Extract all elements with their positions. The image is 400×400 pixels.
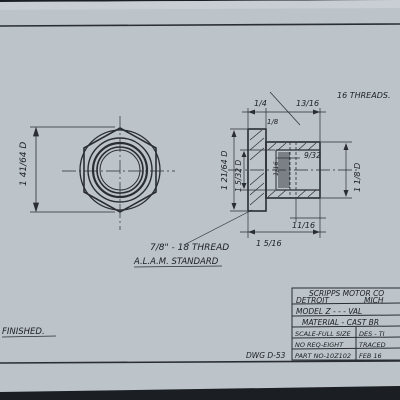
- required-label: NO REQ-EIGHT: [295, 341, 344, 349]
- hex-outline: [83, 127, 157, 213]
- arrowheads: [231, 109, 349, 235]
- left-diameter-dimension: [30, 126, 115, 213]
- dim-small-label: 1/8: [267, 118, 279, 126]
- city-left-label: DETROIT: [296, 296, 330, 305]
- title-block-grid: [291, 287, 400, 361]
- dim-bottom-left-label: 1 5/16: [256, 239, 282, 248]
- left-diameter-label: 1 41/64 D: [19, 142, 29, 186]
- company-label: SCRIPPS MOTOR CO: [309, 289, 384, 298]
- model-label: MODEL Z - - - VAL: [296, 307, 362, 316]
- body: [265, 141, 321, 199]
- section-hatching: [249, 129, 317, 206]
- dim-bottom-right-label: 11/16: [292, 221, 315, 230]
- front-view: [62, 116, 175, 230]
- thread-standard-underline: [133, 265, 223, 268]
- side-diameter-label: 1 1/8 D: [353, 163, 362, 192]
- dim-top-left-label: 1/4: [254, 99, 267, 108]
- finished-note: FINISHED.: [2, 327, 45, 337]
- drawing-number: DWG D-53: [246, 351, 286, 360]
- side-section-view: [228, 128, 360, 212]
- thread-standard-label: A.L.A.M. STANDARD: [133, 257, 219, 267]
- threads-note: 16 THREADS.: [337, 91, 391, 100]
- traced-label: TRACED: [359, 341, 386, 349]
- material-label: MATERIAL - CAST BR: [302, 318, 379, 327]
- city-right-label: MICH: [364, 296, 384, 305]
- bore-depth-label: 9/32: [304, 151, 321, 160]
- paper-top-edge: [0, 0, 400, 10]
- finished-underline: [1, 335, 57, 338]
- thread-spec-label: 7/8" - 18 THREAD: [150, 243, 229, 253]
- scale-label: SCALE-FULL SIZE: [295, 330, 351, 338]
- date-label: FEB 16: [359, 352, 382, 360]
- sheet-border: [0, 23, 400, 364]
- part-no-label: PART NO-10Z102: [295, 352, 351, 360]
- dim-top-right-label: 13/16: [296, 99, 319, 108]
- gap-small-label: 1/16: [272, 161, 280, 176]
- front-diameter-label: 1 21/64 D: [220, 151, 229, 190]
- inner-diameter-label: 1 5/32 D: [234, 160, 243, 192]
- designer-label: DES - TI: [359, 330, 385, 338]
